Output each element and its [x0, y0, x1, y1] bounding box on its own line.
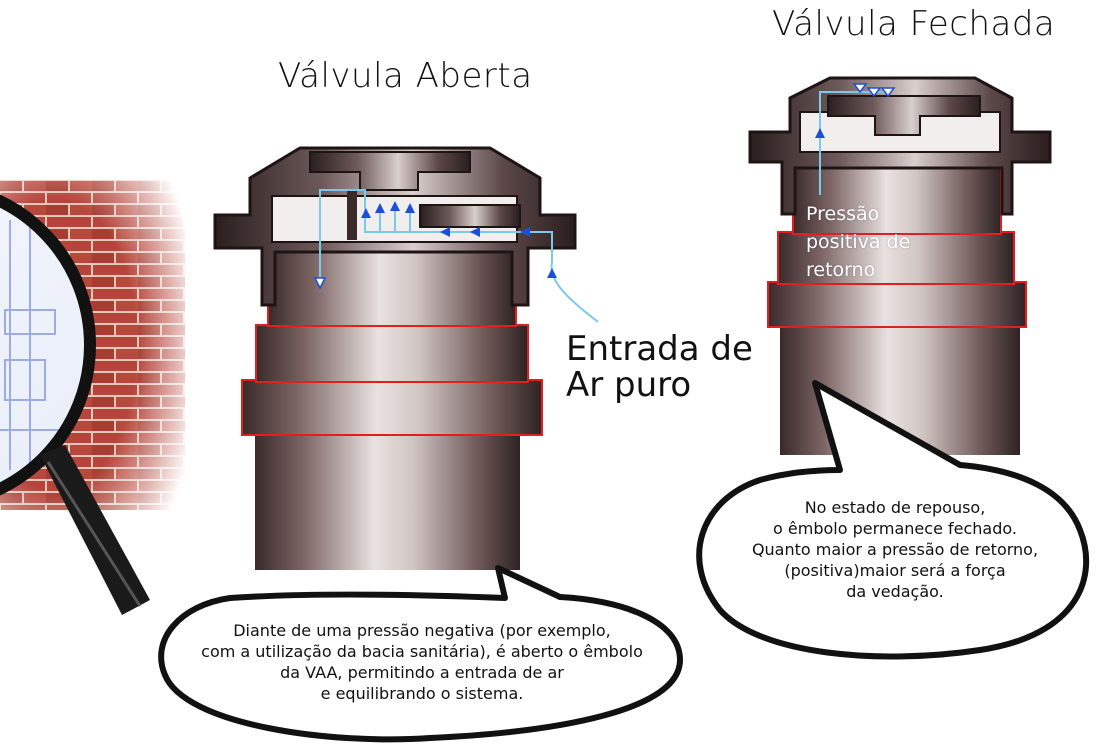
open-valve	[213, 146, 599, 570]
closed-valve-bubble-line: (positiva)maior será a força	[784, 561, 1006, 580]
closed-valve-plunger	[827, 95, 981, 136]
open-valve-bubble-line: com a utilização da bacia sanitária), é …	[201, 642, 643, 661]
closed-valve-airflow	[819, 91, 890, 195]
air-inlet-label-line2: Ar puro	[566, 365, 692, 405]
air-inlet-label-line1: Entrada de	[566, 329, 753, 369]
open-valve-flow-arrows	[313, 201, 557, 290]
air-inlet-label: Entrada de Ar puro	[566, 331, 753, 403]
open-valve-bubble-line: e equilibrando o sistema.	[320, 684, 524, 703]
closed-valve-flow-arrows	[815, 83, 896, 138]
open-valve-bubble-line: da VAA, permitindo a entrada de ar	[280, 663, 564, 682]
magnifier-lens	[0, 194, 96, 496]
open-valve-plunger	[309, 151, 471, 191]
open-valve-bubble-text: Diante de uma pressão negativa (por exem…	[172, 620, 672, 704]
open-valve-title: Válvula Aberta	[278, 56, 533, 96]
closed-valve-mid-collar	[777, 231, 1015, 285]
positive-pressure-label-line1: Pressão	[806, 203, 880, 225]
open-valve-pipe	[255, 430, 520, 570]
positive-pressure-label-line3: retorno	[806, 259, 876, 281]
open-valve-mid-collar	[255, 324, 529, 383]
closed-valve-bubble-line: No estado de repouso,	[804, 498, 986, 517]
closed-valve-speech-bubble	[696, 380, 1090, 660]
magnifier-handle	[40, 445, 150, 615]
open-valve-bubble-line: Diante de uma pressão negativa (por exem…	[233, 621, 611, 640]
open-valve-upper-collar	[267, 251, 517, 327]
positive-pressure-label-line2: positiva de	[806, 231, 911, 253]
positive-pressure-label: Pressão positiva de retorno	[806, 200, 910, 284]
closed-valve-bubble-line: o êmbolo permanece fechado.	[773, 519, 1017, 538]
closed-valve-title: Válvula Fechada	[772, 4, 1056, 44]
open-valve-speech-bubble	[158, 565, 683, 743]
open-valve-lower-collar	[241, 379, 543, 436]
closed-valve-lower-collar	[767, 281, 1027, 328]
closed-valve-bubble-line: da vedação.	[846, 582, 944, 601]
closed-valve-bubble-line: Quanto maior a pressão de retorno,	[751, 540, 1039, 559]
closed-valve-bubble-text: No estado de repouso, o êmbolo permanece…	[700, 497, 1090, 602]
